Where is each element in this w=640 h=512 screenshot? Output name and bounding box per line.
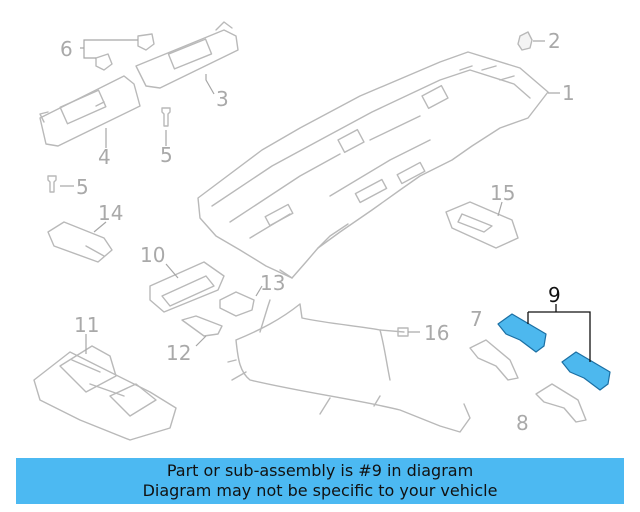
leader-14	[93, 221, 107, 233]
callout-10: 10	[140, 243, 165, 267]
callout-15: 15	[490, 181, 515, 205]
assist-grip-8-part	[535, 383, 587, 423]
overhead-console-part	[33, 345, 177, 441]
wire-harness-part	[227, 299, 471, 433]
callout-14: 14	[98, 201, 123, 225]
callout-16: 16	[424, 321, 449, 345]
callout-11: 11	[74, 313, 99, 337]
visor-clips-part	[95, 33, 155, 71]
sunvisor-right-part	[135, 21, 239, 89]
screw-upper-part	[161, 107, 171, 127]
lamp-14-part	[47, 221, 113, 263]
leader-3	[205, 74, 215, 95]
banner-line-part: Part or sub-assembly is #9 in diagram	[166, 461, 474, 480]
clip-part	[517, 31, 533, 51]
callout-4: 4	[98, 145, 111, 169]
callout-13: 13	[260, 271, 285, 295]
leader-15	[497, 201, 503, 217]
banner-line-disclaimer: Diagram may not be specific to your vehi…	[142, 481, 498, 500]
callout-5-upper: 5	[160, 143, 173, 167]
part-info-banner: Part or sub-assembly is #9 in diagram Di…	[16, 458, 624, 504]
dome-lamp-part	[445, 201, 519, 249]
headliner-part	[197, 51, 549, 279]
assist-grip-7-part	[469, 339, 519, 381]
callout-2: 2	[548, 29, 561, 53]
sunvisor-left-part	[39, 75, 141, 147]
leader-10	[165, 263, 179, 279]
callout-12: 12	[166, 341, 191, 365]
leader-9	[527, 311, 591, 362]
screw-lower-part	[47, 175, 57, 193]
callout-7: 7	[470, 307, 483, 331]
part-12	[181, 315, 223, 337]
part-13	[219, 291, 255, 317]
leader-6	[80, 39, 138, 59]
callout-6: 6	[60, 37, 73, 61]
bracket-9-highlighted-part	[497, 313, 611, 391]
callout-9: 9	[548, 283, 561, 307]
callout-3: 3	[216, 87, 229, 111]
leader-12	[195, 335, 207, 347]
callout-8: 8	[516, 411, 529, 435]
map-lamp-part	[149, 261, 225, 313]
callout-5-lower: 5	[76, 175, 89, 199]
leader-13	[255, 285, 263, 297]
callout-1: 1	[562, 81, 575, 105]
